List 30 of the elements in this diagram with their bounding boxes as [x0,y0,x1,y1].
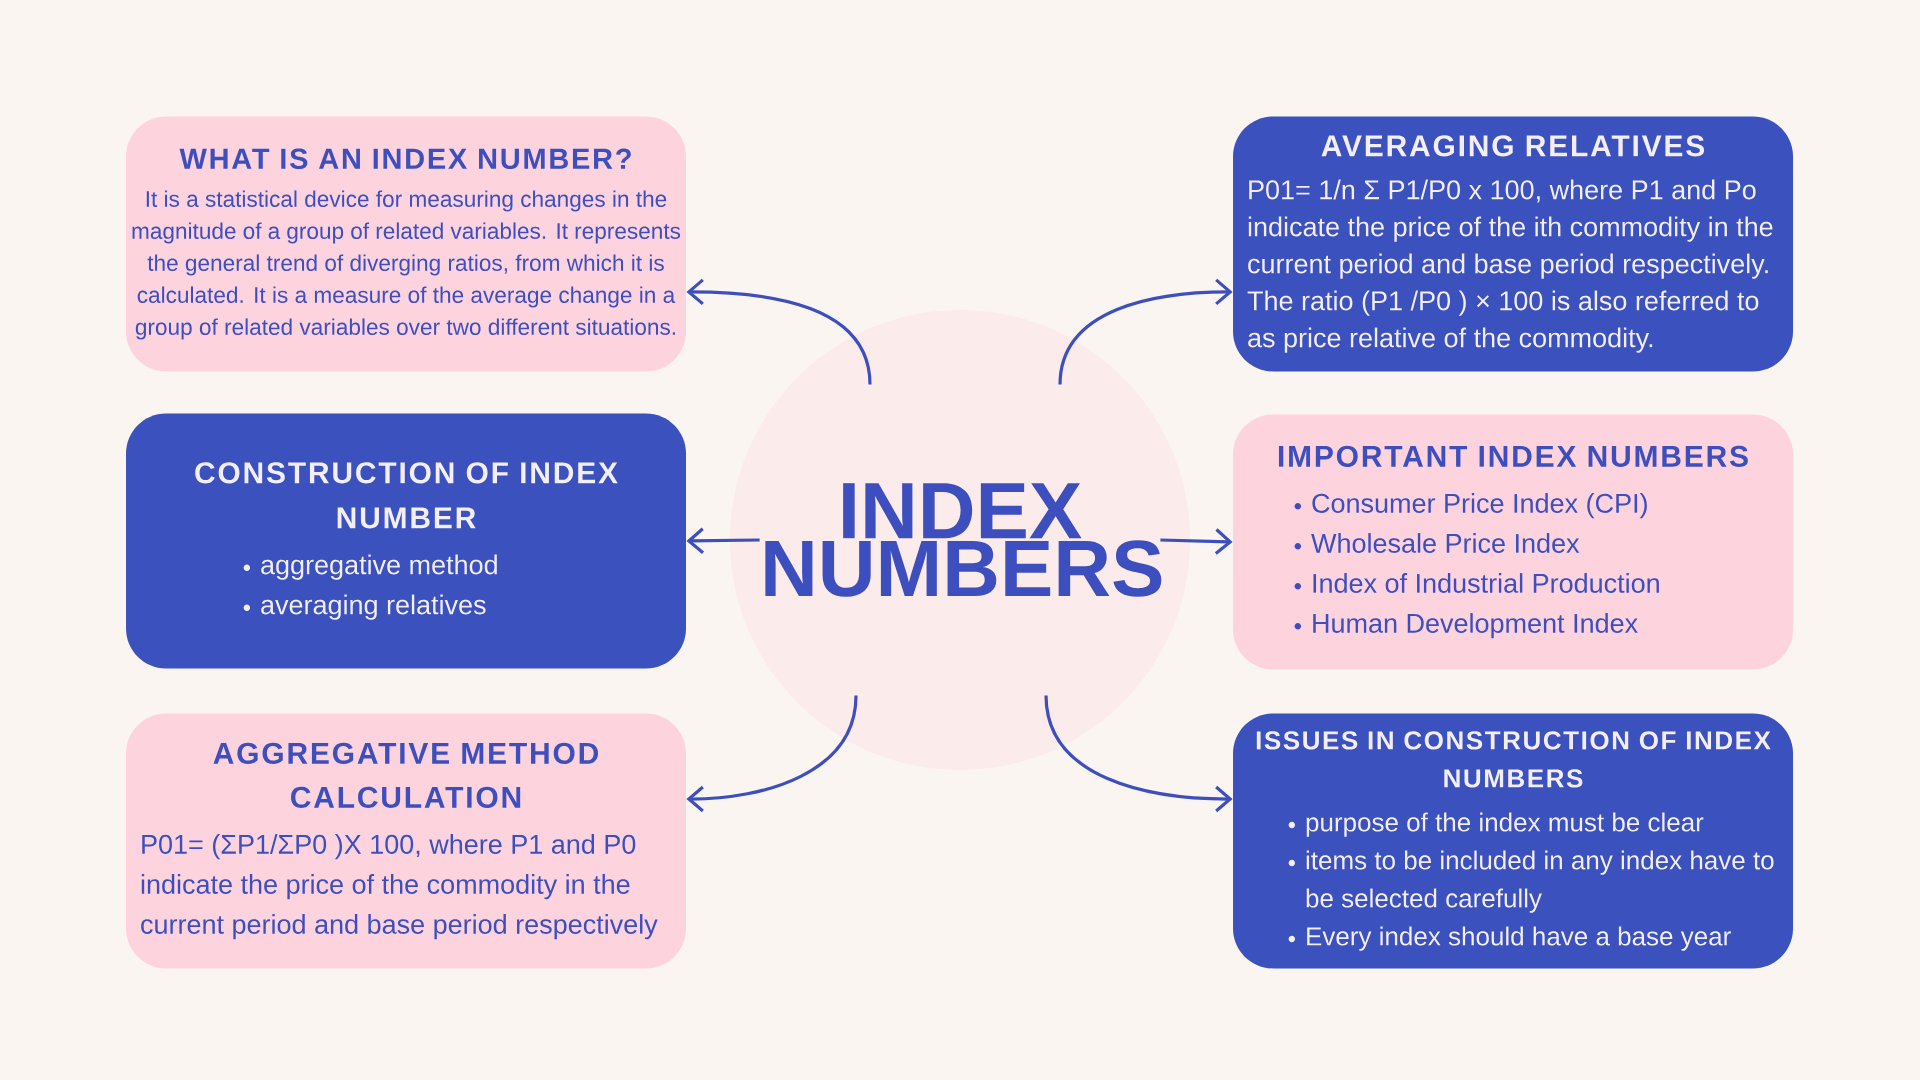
body-text: It is a statistical device for measuring changes in the magnitude of a group of related variables. It represents the general trend of diverging ratios, from which it is calculated. It is a measure of the average change in a group of related variables over two different situations. [132,190,681,340]
body-text: P01= (ΣP1/ΣP0 )X 100, where P1 and P0 indicate the price of the commodity in the current period and base period respectively [141,834,658,940]
box-heading: WHAT IS AN INDEX NUMBER? [179,148,631,170]
curved-arrow [1160,528,1233,555]
info-box [126,713,686,969]
box-heading: AGGREGATIVE METHOD CALCULATION [213,742,598,808]
info-box [1233,414,1793,670]
bullet-item: Every index should have a base year [1288,926,1731,951]
bullet-item: items to be included in any index have to be selected carefully [1288,850,1774,913]
body-text: P01= 1/n Σ P1/P0 x 100, where P1 and Po indicate the price of the ith commodity in the current period and base period respectively. The ratio (P1 /P0 ) × 100 is also referred to as price relative of the commodity. [1247,179,1773,353]
bullet-item: Index of Industrial Production [1294,573,1659,593]
info-box [126,413,686,669]
info-box [126,116,686,372]
curved-arrow [686,695,858,813]
box-heading: IMPORTANT INDEX NUMBERS [1278,445,1748,467]
curved-arrow [686,527,760,554]
curved-arrow [1058,278,1233,385]
bullet-item: aggregative method [243,554,497,580]
box-heading: CONSTRUCTION OF INDEX NUMBER [195,462,618,529]
bullet-item: Consumer Price Index (CPI) [1294,493,1647,519]
curved-arrow [686,278,872,385]
bullet-item: averaging relatives [243,594,486,620]
center-title: INDEX NUMBERS [765,483,1162,597]
box-heading: AVERAGING RELATIVES [1321,135,1705,157]
curved-arrow [1044,695,1233,813]
bullet-item: purpose of the index must be clear [1288,812,1704,837]
info-box [1233,116,1793,372]
bullet-item: Wholesale Price Index [1294,533,1580,553]
bullet-item: Human Development Index [1294,613,1638,639]
info-box [1233,713,1793,969]
